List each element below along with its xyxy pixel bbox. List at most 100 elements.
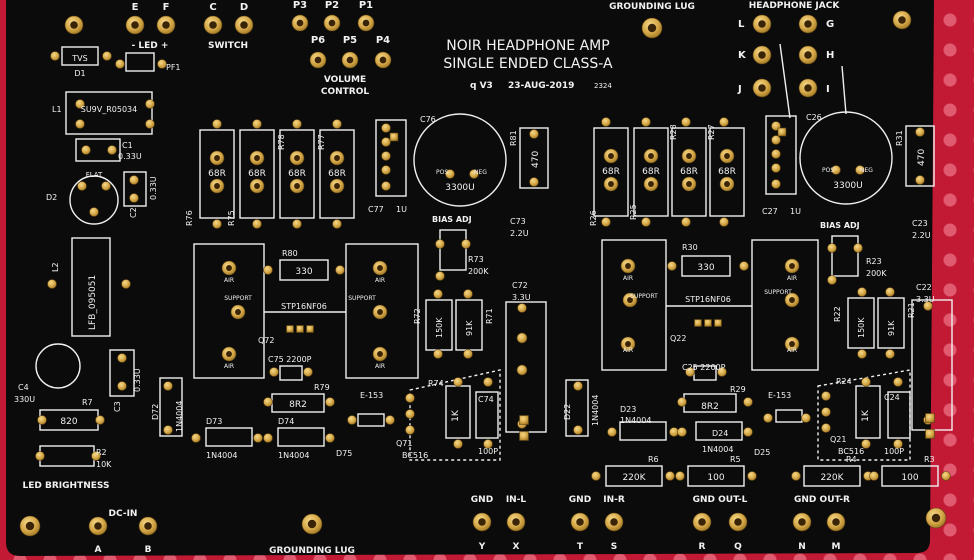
solder-pad	[115, 59, 125, 69]
pin-label: I	[826, 84, 830, 95]
solder-pad	[529, 129, 539, 139]
pin-label: P2	[325, 0, 339, 11]
value-label: BC516	[402, 451, 428, 460]
ref-label: R78	[277, 134, 286, 150]
value-label: 1N4004	[620, 416, 651, 425]
solder-pad	[335, 265, 345, 275]
ref-label: R26	[589, 210, 598, 226]
value-label: LFB_095051	[88, 275, 98, 330]
pad-hole	[804, 51, 812, 59]
pad-hole	[334, 183, 340, 189]
pin-label: Q	[734, 542, 742, 552]
board-subtitle: SINGLE ENDED CLASS-A	[443, 56, 613, 72]
solder-pad	[923, 301, 933, 311]
ref-label: R75	[227, 210, 236, 226]
pad-hole	[226, 351, 232, 357]
square-pad	[925, 413, 935, 423]
solder-pad	[263, 265, 273, 275]
solder-pad	[827, 243, 837, 253]
solder-pad	[433, 289, 443, 299]
square-pad	[389, 132, 399, 142]
value-label: 68R	[248, 169, 266, 179]
solder-pad	[163, 381, 173, 391]
solder-pad	[827, 275, 837, 285]
ref-label: Q22	[670, 334, 686, 343]
solder-pad	[91, 451, 101, 461]
ref-label: R77	[317, 134, 326, 150]
solder-pad	[821, 407, 831, 417]
ref-label: D25	[754, 448, 770, 457]
pad-hole	[214, 155, 220, 161]
pin-label: E	[132, 2, 139, 13]
pin-label: B	[145, 545, 152, 555]
solder-pad	[677, 427, 687, 437]
value-label: 100	[901, 473, 918, 483]
pad-hole	[379, 56, 387, 64]
pin-label: C	[209, 2, 216, 13]
pin-label: P3	[293, 0, 307, 11]
value-label: 470	[917, 149, 927, 166]
solder-pad	[381, 123, 391, 133]
pin-label: D	[240, 2, 248, 13]
pad-hole	[758, 51, 766, 59]
grounding-lug-label: GROUNDING LUG	[269, 546, 355, 556]
ref-label: C3	[113, 401, 122, 412]
solder-pad	[212, 119, 222, 129]
square-pad	[519, 415, 529, 425]
square-pad	[704, 319, 712, 327]
pad-hole	[314, 56, 322, 64]
ref-label: C22	[916, 283, 932, 292]
pad-hole	[377, 351, 383, 357]
ref-label: D73	[206, 417, 222, 426]
pin-label: P6	[311, 35, 325, 46]
pad-hole	[377, 309, 383, 315]
switch-label: SWITCH	[208, 41, 248, 51]
solder-pad	[675, 471, 685, 481]
ref-label: R81	[509, 130, 518, 146]
solder-pad	[831, 165, 841, 175]
pad-hole	[296, 19, 304, 27]
pad-hole	[686, 153, 692, 159]
solder-pad	[469, 169, 479, 179]
pin-label: F	[163, 2, 170, 13]
pad-hole	[608, 153, 614, 159]
solder-pad	[529, 177, 539, 187]
air-label: AIR	[375, 363, 385, 370]
ref-label: R6	[648, 455, 659, 464]
ref-label: D72	[151, 404, 160, 420]
output-label: GND OUT-L	[693, 495, 748, 505]
pad-hole	[610, 518, 618, 526]
solder-pad	[405, 393, 415, 403]
pad-hole	[798, 518, 806, 526]
solder-pad	[771, 163, 781, 173]
pad-hole	[307, 519, 317, 529]
solder-pad	[292, 119, 302, 129]
solder-pad	[893, 377, 903, 387]
value-label: 2.2U	[510, 229, 529, 238]
solder-pad	[719, 117, 729, 127]
pad-hole	[209, 21, 217, 29]
ref-label: D2	[46, 193, 57, 202]
ref-label: C27	[762, 207, 778, 216]
board-title: NOIR HEADPHONE AMP	[446, 38, 609, 54]
solder-pad	[681, 217, 691, 227]
value-label: 3300U	[833, 181, 863, 191]
value-label: 1K	[861, 409, 871, 422]
board-serial: 2324	[594, 82, 612, 90]
ref-label: C23	[912, 219, 928, 228]
value-label: FLAT	[86, 171, 103, 179]
solder-pad	[607, 427, 617, 437]
solder-pad	[35, 451, 45, 461]
value-label: 330U	[14, 395, 35, 404]
solder-pad	[739, 261, 749, 271]
value-label: 10K	[96, 460, 112, 469]
value-label: 3300U	[445, 183, 475, 193]
solder-pad	[332, 119, 342, 129]
pad-hole	[648, 181, 654, 187]
value-label: 0.33U	[133, 368, 142, 392]
pad-hole	[235, 309, 241, 315]
value-label: 330	[697, 263, 714, 273]
pad-hole	[346, 56, 354, 64]
solder-pad	[941, 471, 951, 481]
solder-pad	[37, 415, 47, 425]
